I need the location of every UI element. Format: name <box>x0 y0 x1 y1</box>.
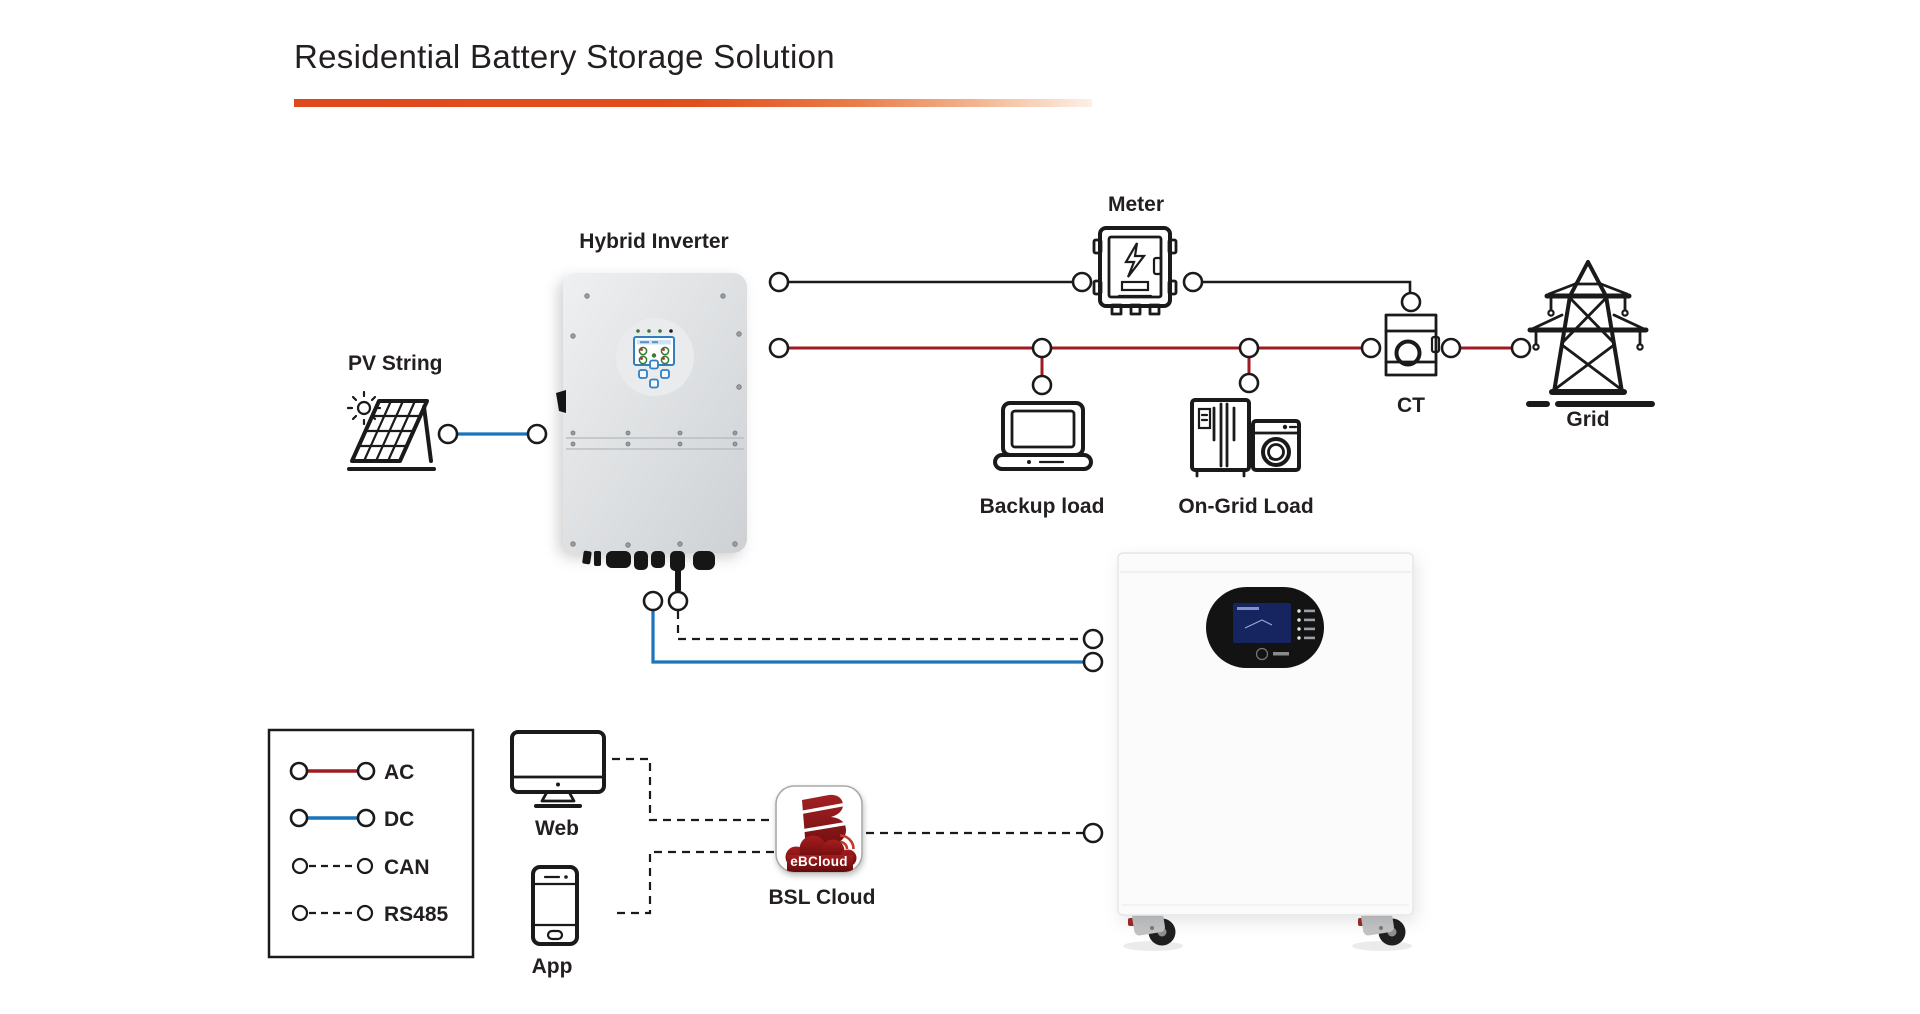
connection-nodes <box>437 271 1532 844</box>
connection-node <box>437 423 459 445</box>
connection-node <box>768 271 790 293</box>
battery-unit <box>1117 552 1414 951</box>
inverter-ports <box>582 550 715 571</box>
web-label: Web <box>535 817 579 840</box>
ebcloud-cloud <box>785 835 857 872</box>
on-grid-load-label: On-Grid Load <box>1178 495 1313 518</box>
legend-item-dc: DC <box>289 808 414 831</box>
backup-load-label: Backup load <box>980 495 1105 518</box>
comm-dashed-lines <box>612 611 1084 915</box>
bsl-cloud: BSL Cloud eBCloud <box>769 785 876 909</box>
legend-label-rs485: RS485 <box>384 903 449 926</box>
connection-node <box>1238 372 1260 394</box>
connection-node <box>667 590 689 612</box>
meter-icon <box>1092 226 1178 316</box>
pv-string: PV String <box>346 352 443 471</box>
legend-item-rs485: RS485 <box>291 903 449 926</box>
legend: AC DC CAN RS485 <box>267 728 475 959</box>
ct-label: CT <box>1397 394 1425 417</box>
battery-display <box>1206 587 1324 668</box>
connection-node <box>1082 822 1104 844</box>
legend-item-can: CAN <box>291 856 430 879</box>
connection-node <box>642 590 664 612</box>
laptop-icon <box>993 401 1093 471</box>
hybrid-inverter: Hybrid Inverter <box>556 230 747 593</box>
grid: Grid <box>1526 260 1655 431</box>
header: Residential Battery Storage Solution <box>294 38 1092 107</box>
page-title: Residential Battery Storage Solution <box>294 38 835 75</box>
status-leds <box>636 329 673 333</box>
ac-black-lines <box>788 280 1412 293</box>
bsl-cloud-label: BSL Cloud <box>769 886 876 909</box>
connection-node <box>1400 291 1422 313</box>
ac-red-lines <box>788 346 1512 376</box>
dc-blue-lines <box>457 432 1084 664</box>
connection-node <box>1082 651 1104 673</box>
connection-node <box>526 423 548 445</box>
web: Web <box>510 730 606 840</box>
inverter-lcd-screen <box>633 336 675 366</box>
inverter-buttons <box>638 359 670 389</box>
bsl-cloud-app-icon: eBCloud <box>775 785 863 873</box>
connection-node <box>1238 337 1260 359</box>
ebcloud-badge: eBCloud <box>790 854 848 869</box>
connection-node <box>1082 628 1104 650</box>
screws <box>570 293 742 548</box>
hybrid-inverter-unit <box>556 273 747 593</box>
meter-label: Meter <box>1108 193 1164 216</box>
ct: CT <box>1384 313 1441 417</box>
legend-label-can: CAN <box>384 856 430 879</box>
battery-lcd-screen <box>1233 603 1291 643</box>
connection-node <box>768 337 790 359</box>
on-grid-load: On-Grid Load <box>1178 398 1314 518</box>
connection-node <box>1071 271 1093 293</box>
grid-label: Grid <box>1566 408 1609 431</box>
legend-label-dc: DC <box>384 808 414 831</box>
ct-icon <box>1384 313 1441 377</box>
legend-label-ac: AC <box>384 761 414 784</box>
fridge-icon <box>1190 398 1251 478</box>
hybrid-inverter-label: Hybrid Inverter <box>579 230 728 253</box>
grid-tower-icon <box>1526 260 1655 407</box>
smartphone-icon <box>531 865 579 946</box>
connection-node <box>1440 337 1462 359</box>
battery-body <box>1117 552 1414 916</box>
accent-bar <box>294 99 1092 107</box>
backup-load: Backup load <box>980 401 1105 518</box>
caster-wheel-left <box>1128 908 1176 946</box>
connection-node <box>1360 337 1382 359</box>
app-label: App <box>532 955 573 978</box>
pv-string-label: PV String <box>348 352 443 375</box>
solar-panel-icon <box>346 390 436 471</box>
battery-indicator-leds <box>1297 609 1315 640</box>
connection-node <box>1510 337 1532 359</box>
connection-node <box>1182 271 1204 293</box>
battery-brand-logo <box>1255 647 1269 661</box>
inverter-side-tab <box>556 390 566 413</box>
monitor-icon <box>510 730 606 808</box>
app: App <box>531 865 579 978</box>
meter: Meter <box>1092 193 1178 316</box>
washing-machine-icon <box>1251 419 1301 472</box>
connection-node <box>1031 337 1053 359</box>
connection-node <box>1031 374 1053 396</box>
legend-item-ac: AC <box>289 761 414 784</box>
